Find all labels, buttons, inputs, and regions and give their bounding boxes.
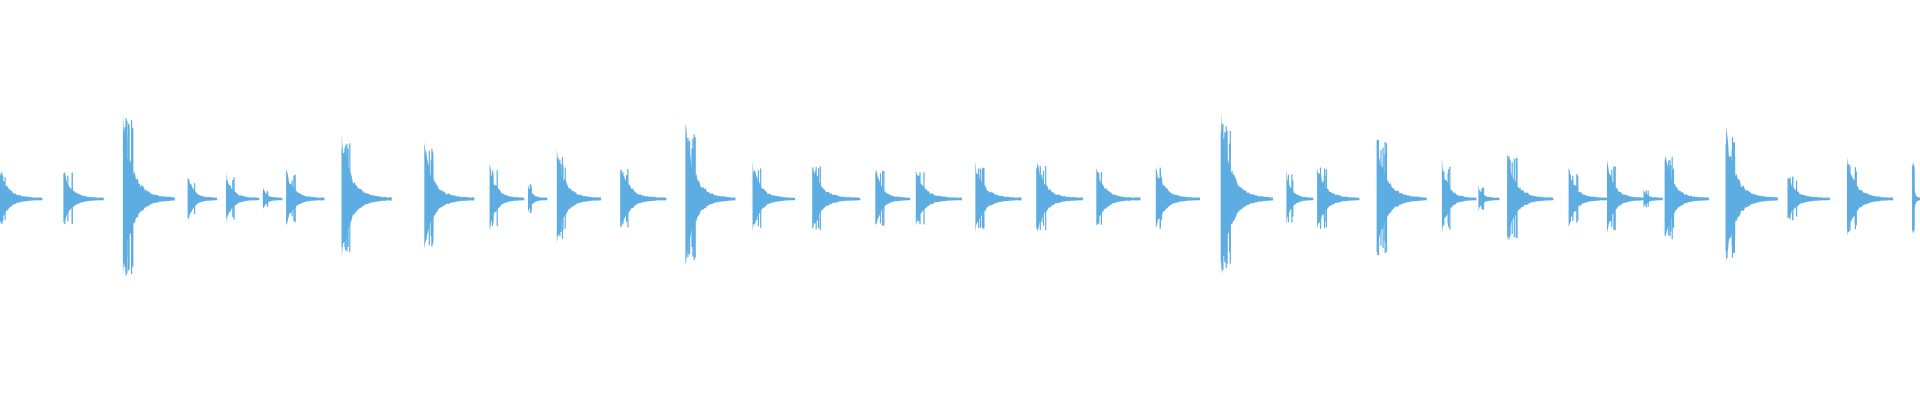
waveform-transient [1568, 168, 1607, 227]
waveform-envelope [1847, 156, 1894, 237]
waveform-transient [1643, 189, 1663, 208]
waveform-envelope [1376, 139, 1427, 253]
waveform-envelope [1096, 167, 1141, 227]
waveform-envelope [1155, 167, 1200, 228]
waveform-transient [0, 171, 43, 224]
waveform-envelope [915, 169, 962, 226]
waveform-envelope [1036, 162, 1083, 231]
waveform-envelope [226, 171, 260, 223]
waveform-transient [1725, 127, 1778, 262]
waveform-transient [556, 148, 601, 244]
waveform-transient [528, 184, 548, 213]
waveform-envelope [286, 169, 325, 226]
waveform-transient [1664, 155, 1709, 240]
waveform-transient [1286, 169, 1314, 225]
waveform-envelope [424, 141, 475, 250]
waveform-transient [122, 113, 175, 276]
waveform-transient [1478, 185, 1500, 212]
waveform-envelope [0, 171, 43, 224]
waveform-transient [424, 141, 475, 250]
waveform-transient [915, 169, 962, 226]
waveform-transient [812, 166, 861, 230]
waveform-envelope [1441, 158, 1477, 235]
waveform-envelope [1664, 155, 1709, 237]
waveform-transient [1441, 158, 1477, 235]
waveform-transient [1376, 139, 1427, 256]
waveform-envelope [489, 163, 525, 231]
waveform-transient [226, 171, 260, 223]
waveform-transient [63, 172, 104, 225]
waveform-envelope [875, 170, 911, 225]
waveform-envelope [685, 123, 736, 266]
waveform-transient [1096, 167, 1141, 227]
waveform-transient [1912, 163, 1920, 233]
waveform-envelope [122, 113, 175, 276]
waveform-transient [1787, 176, 1830, 221]
waveform-transient [1317, 167, 1360, 229]
waveform-transient [975, 160, 1022, 233]
waveform-envelope [752, 161, 795, 232]
waveform-envelope [1726, 127, 1778, 262]
waveform-transient [262, 188, 283, 209]
waveform-envelope [1286, 169, 1314, 225]
waveform-envelope [975, 160, 1022, 233]
waveform-transient [1847, 156, 1894, 237]
waveform-envelope [1478, 185, 1500, 212]
waveform-transient [341, 134, 392, 258]
waveform-transient [752, 161, 795, 232]
waveform-transient [187, 178, 217, 220]
waveform-transient [620, 168, 667, 228]
waveform-envelope [341, 134, 392, 258]
waveform-transient [1220, 111, 1273, 276]
waveform-envelope [1568, 168, 1607, 227]
waveform-envelope [1507, 154, 1554, 240]
waveform-transient [685, 123, 736, 266]
waveform-envelope [556, 148, 601, 244]
waveform-envelope [620, 168, 667, 228]
waveform-transient [489, 163, 525, 231]
waveform-transient [1507, 154, 1554, 240]
waveform-envelope [1607, 160, 1646, 233]
waveform-transient [1155, 167, 1200, 229]
waveform-transient [875, 170, 911, 226]
waveform-transient [1036, 162, 1083, 231]
waveform-envelope [812, 166, 861, 229]
waveform-envelope [1221, 111, 1273, 276]
waveform-envelope [1912, 163, 1920, 232]
waveform-transient [286, 169, 325, 226]
waveform-transient [1607, 160, 1646, 233]
